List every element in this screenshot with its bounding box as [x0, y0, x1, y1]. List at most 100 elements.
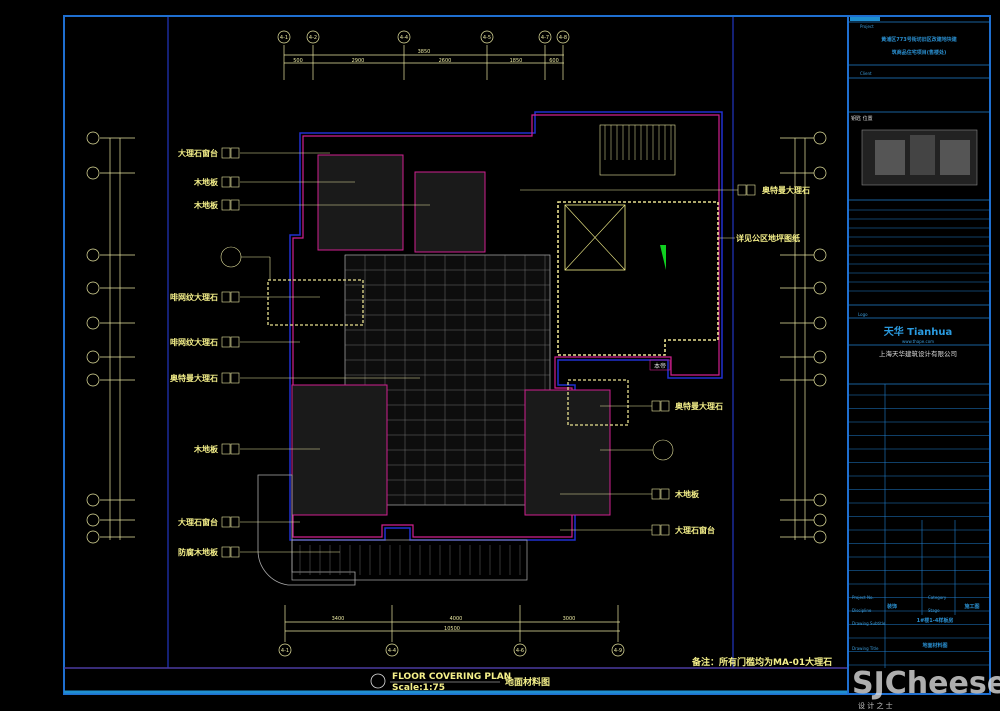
terrace — [291, 539, 528, 581]
dimension: 1850 — [510, 58, 523, 64]
floor-plan: 本帝 — [257, 111, 723, 586]
material-code-box — [221, 291, 231, 303]
left-label: 奥特曼大理石 — [169, 373, 218, 383]
room-bedroom-3-wood-floor — [291, 384, 388, 516]
material-code-box — [230, 291, 240, 303]
discipline-value: 装饰 — [886, 603, 897, 610]
dimension: 3000 — [563, 616, 576, 622]
right-label: 详见公区地坪图纸 — [736, 233, 800, 243]
drawing-subtitle: 1#楼1-4样板房 — [917, 617, 954, 624]
room-tag-box — [649, 359, 671, 371]
axis-label: 4-7 — [541, 35, 549, 41]
dimension-total: 3850 — [418, 49, 431, 55]
material-code-box — [230, 372, 240, 384]
key-plan-label: 钥匙 位置 — [851, 115, 873, 122]
left-label: 大理石窗台 — [178, 148, 218, 158]
company-name: 上海天华建筑设计有限公司 — [879, 349, 957, 358]
top-dimension-lines — [277, 30, 570, 80]
watermark-brand: SJCheese — [852, 666, 1000, 701]
left-label: 木地板 — [193, 444, 219, 454]
dimension: 4000 — [450, 616, 463, 622]
right-label: 奥特曼大理石 — [674, 401, 723, 411]
axis-label: 4-1 — [280, 35, 288, 41]
drawing-scale: Scale:1:75 — [392, 683, 445, 693]
wall-outline — [292, 114, 720, 538]
drawing-title-en: FLOOR COVERING PLAN — [392, 672, 511, 682]
category-label: Category — [928, 595, 947, 600]
material-code-box — [230, 147, 240, 159]
axis-label: 4-2 — [309, 35, 317, 41]
material-code-box — [221, 199, 231, 211]
material-code-box — [651, 524, 661, 536]
staircase — [599, 124, 676, 176]
material-code-box — [230, 199, 240, 211]
green-marker — [660, 245, 666, 270]
drawing-title-label: Drawing Title — [852, 646, 879, 651]
axis-label: 4-6 — [516, 648, 524, 654]
material-code-box — [230, 443, 240, 455]
bottom-dimension-lines — [278, 605, 625, 657]
stage-label: Stage — [928, 608, 940, 613]
room-tag: 本帝 — [654, 362, 666, 370]
left-label: 啡网纹大理石 — [170, 337, 218, 347]
drawing-note: 备注：所有门槛均为MA-01大理石 — [691, 656, 832, 668]
drawing-frame — [63, 15, 991, 695]
right-label: 奥特曼大理石 — [761, 185, 810, 195]
material-code-box — [651, 400, 661, 412]
drawing-title-cn: 地面材料图 — [505, 676, 550, 688]
left-label: 大理石窗台 — [178, 517, 218, 527]
material-code-box — [230, 176, 240, 188]
project-label: Project — [860, 24, 874, 29]
axis-label: 4-5 — [483, 35, 491, 41]
elevator-core — [564, 204, 626, 271]
right-label: 木地板 — [674, 489, 700, 499]
material-code-box — [230, 336, 240, 348]
dimension: 500 — [293, 58, 303, 64]
material-code-box — [230, 546, 240, 558]
axis-label: 4-8 — [559, 35, 567, 41]
discipline-label: Discipline — [852, 608, 872, 613]
dimension: 2900 — [352, 58, 365, 64]
material-code-box — [221, 176, 231, 188]
left-label: 防腐木地板 — [178, 547, 219, 557]
exterior-wall — [289, 111, 723, 541]
material-code-box — [221, 516, 231, 528]
axis-label: 4-4 — [388, 648, 396, 654]
material-code-box — [737, 184, 747, 196]
balcony — [257, 474, 356, 586]
room-bedroom-2-wood-floor — [414, 171, 486, 253]
dimension-total: 10500 — [444, 626, 460, 632]
material-code-box — [660, 524, 670, 536]
detail-tag-rd02 — [220, 246, 242, 268]
company-logo: 天华 Tianhua — [884, 325, 953, 338]
project-name-line-2: 筑商品住宅项目(售楼处) — [891, 49, 947, 56]
project-name-line-1: 黄浦区773号街坊旧区改建地块建 — [881, 36, 957, 43]
drawing-title-block: 地面材料图 — [922, 642, 947, 649]
right-axis-lines — [780, 131, 827, 544]
left-label: 木地板 — [193, 200, 219, 210]
material-code-box — [230, 516, 240, 528]
client-label: Client — [860, 71, 872, 76]
bath-dashed — [567, 379, 629, 426]
material-code-box — [221, 546, 231, 558]
dimension: 2600 — [439, 58, 452, 64]
material-code-box — [746, 184, 756, 196]
left-axis-lines — [86, 131, 135, 544]
material-code-box — [221, 336, 231, 348]
left-leaders — [220, 152, 674, 553]
company-website: www.thape.com — [902, 339, 934, 344]
material-code-box — [660, 400, 670, 412]
right-leaders — [520, 189, 738, 531]
axis-label: 4-1 — [281, 648, 289, 654]
left-label: 木地板 — [193, 177, 219, 187]
axis-label: 4-4 — [400, 35, 408, 41]
stage-value: 施工图 — [963, 603, 979, 610]
watermark-tagline: 设 计 之 士 — [858, 701, 893, 710]
room-bedroom-1-wood-floor — [317, 154, 404, 251]
material-code-box — [651, 488, 661, 500]
title-circle — [370, 673, 386, 689]
logo-label: Logo — [858, 312, 868, 317]
detail-tag-pd02 — [652, 439, 674, 461]
material-code-box — [221, 147, 231, 159]
